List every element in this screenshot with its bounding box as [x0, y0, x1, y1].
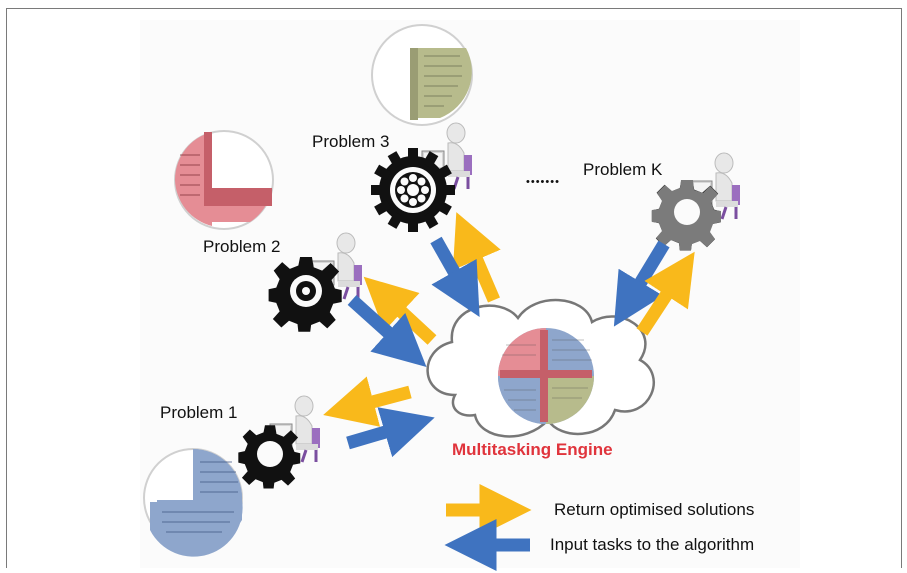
- engine-pie-chart: [498, 328, 594, 424]
- problem3-gear-icon: [371, 148, 455, 232]
- problem2-label: Problem 2: [203, 237, 281, 256]
- return-arrow-problemK: [636, 251, 695, 336]
- problem1-pie-chart: [143, 448, 243, 557]
- problem1-gear-icon: [238, 425, 301, 489]
- problem3-pie-chart: [371, 24, 473, 126]
- legend-return-label: Return optimised solutions: [554, 500, 755, 519]
- problem2-pie-chart: [174, 130, 274, 230]
- continuation-dots: •••••••: [526, 176, 560, 188]
- return-arrow-problem1: [323, 376, 412, 427]
- input-arrow-problem1: [346, 407, 435, 458]
- legend-input-label: Input tasks to the algorithm: [550, 535, 755, 554]
- engine-label: Multitasking Engine: [452, 440, 613, 459]
- problem2-gear-icon: [268, 257, 342, 332]
- input-arrow-problem3: [430, 236, 480, 317]
- figure-frame: [6, 8, 902, 568]
- problemK-label: Problem K: [583, 160, 663, 179]
- problemK-gear-icon: [651, 180, 721, 251]
- problem1-label: Problem 1: [160, 403, 238, 422]
- input-arrow-problem2: [347, 295, 427, 368]
- problem3-label: Problem 3: [312, 132, 390, 151]
